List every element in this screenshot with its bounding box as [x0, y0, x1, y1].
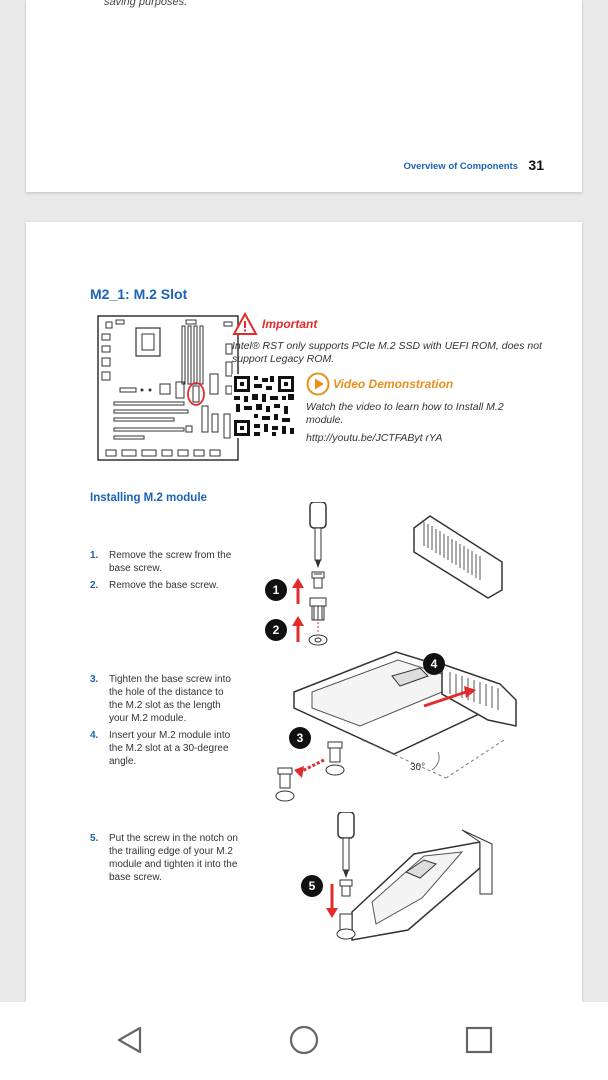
play-icon[interactable] [306, 372, 330, 396]
qr-code-icon[interactable] [232, 374, 296, 438]
step-marker: 1 [273, 583, 280, 597]
motherboard-diagram [97, 315, 239, 461]
section-title: M2_1: M.2 Slot [90, 286, 188, 302]
warning-triangle-icon [232, 312, 258, 335]
steps-group-1: 1. Remove the screw from the base screw.… [90, 549, 240, 596]
step-number: 5. [90, 833, 99, 844]
video-text: Watch the video to learn how to Install … [306, 401, 504, 426]
step-item: 3. Tighten the base screw into the hole … [90, 673, 240, 725]
step-text: Put the screw in the notch on the traili… [109, 833, 238, 883]
step-text: Insert your M.2 module into the M.2 slot… [109, 730, 231, 767]
insert-module-illustration: 4 30° 3 [275, 651, 517, 802]
document-page-top: saving purposes. Overview of Components … [26, 0, 582, 192]
video-title: Video Demonstration [333, 377, 454, 391]
back-triangle-icon[interactable] [114, 1024, 146, 1056]
previous-text-fragment: saving purposes. [104, 0, 188, 8]
step-number: 2. [90, 580, 99, 591]
step-text: Remove the base screw. [109, 580, 219, 591]
important-text: Intel® RST only supports PCIe M.2 SSD wi… [232, 340, 543, 365]
step-number: 4. [90, 730, 99, 741]
step-item: 5. Put the screw in the notch on the tra… [90, 832, 240, 884]
important-notice: Important Intel® RST only supports PCIe … [232, 312, 542, 366]
installing-subtitle: Installing M.2 module [90, 492, 207, 504]
remove-screw-illustration: 1 2 [265, 502, 503, 646]
step-item: 4. Insert your M.2 module into the M.2 s… [90, 729, 240, 768]
step-number: 1. [90, 550, 99, 561]
recents-square-icon[interactable] [463, 1024, 495, 1056]
tighten-screw-illustration: 5 [301, 812, 493, 941]
steps-group-2: 3. Tighten the base screw into the hole … [90, 673, 240, 772]
step-marker: 4 [431, 657, 438, 671]
important-title: Important [262, 317, 318, 331]
steps-group-3: 5. Put the screw in the notch on the tra… [90, 832, 240, 888]
step-item: 2. Remove the base screw. [90, 579, 240, 592]
step-text: Remove the screw from the base screw. [109, 550, 232, 574]
document-page-main: M2_1: M.2 Slot [26, 222, 582, 1022]
step-number: 3. [90, 674, 99, 685]
angle-label: 30° [410, 762, 425, 773]
step-item: 1. Remove the screw from the base screw. [90, 549, 240, 575]
video-url[interactable]: http://youtu.be/JCTFAByt rYA [306, 432, 443, 444]
step-marker: 3 [297, 731, 304, 745]
home-circle-icon[interactable] [288, 1024, 320, 1056]
step-text: Tighten the base screw into the hole of … [109, 674, 231, 724]
page-number: 31 [528, 157, 544, 173]
step-marker: 2 [273, 623, 280, 637]
navigation-bar [0, 1002, 608, 1080]
page-footer-label: Overview of Components [403, 161, 518, 172]
step-marker: 5 [309, 879, 316, 893]
